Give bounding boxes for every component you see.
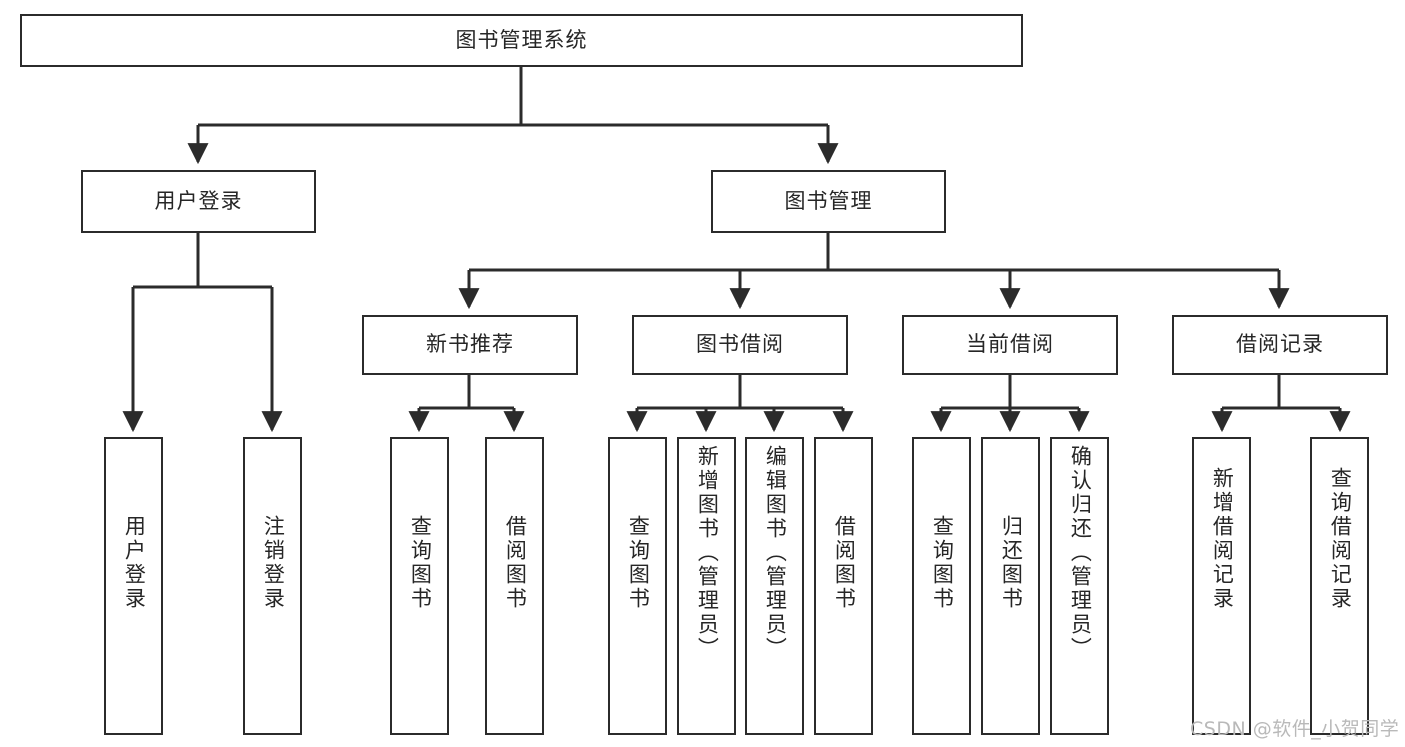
leaf-logout[interactable]: 注销登录 (243, 437, 302, 735)
node-label: 查询图书 (626, 515, 651, 611)
leaf-return-books[interactable]: 归还图书 (981, 437, 1040, 735)
node-user-login[interactable]: 用户登录 (81, 170, 316, 233)
leaf-confirm-return-admin[interactable]: 确认归还（管理员） (1050, 437, 1109, 735)
leaf-query-books-new[interactable]: 查询图书 (390, 437, 449, 735)
leaf-borrow-books-borrow[interactable]: 借阅图书 (814, 437, 873, 735)
node-book-borrowing[interactable]: 图书借阅 (632, 315, 848, 375)
node-label: 新增借阅记录 (1210, 467, 1235, 611)
node-current-borrowing[interactable]: 当前借阅 (902, 315, 1118, 375)
leaf-borrow-books-new[interactable]: 借阅图书 (485, 437, 544, 735)
node-label: 编辑图书（管理员） (763, 445, 788, 661)
node-label: 确认归还（管理员） (1068, 445, 1093, 661)
node-root-book-management-system[interactable]: 图书管理系统 (20, 14, 1023, 67)
node-label: 查询图书 (930, 515, 955, 611)
node-label: 图书管理系统 (455, 27, 588, 52)
node-label: 借阅图书 (503, 515, 528, 611)
node-label: 当前借阅 (966, 332, 1054, 357)
watermark-text: CSDN @软件_小贺同学 (1190, 718, 1400, 740)
leaf-add-borrow-record[interactable]: 新增借阅记录 (1192, 437, 1251, 735)
node-label: 查询图书 (408, 515, 433, 611)
node-label: 用户登录 (122, 515, 147, 611)
node-borrowing-records[interactable]: 借阅记录 (1172, 315, 1388, 375)
leaf-user-login[interactable]: 用户登录 (104, 437, 163, 735)
node-label: 借阅图书 (832, 515, 857, 611)
node-label: 注销登录 (261, 515, 286, 611)
node-new-book-recommendation[interactable]: 新书推荐 (362, 315, 578, 375)
node-label: 用户登录 (154, 188, 243, 213)
node-label: 图书管理 (784, 188, 873, 213)
node-label: 图书借阅 (696, 332, 784, 357)
node-label: 查询借阅记录 (1328, 467, 1353, 611)
leaf-query-books-current[interactable]: 查询图书 (912, 437, 971, 735)
leaf-edit-book-admin[interactable]: 编辑图书（管理员） (745, 437, 804, 735)
node-label: 新书推荐 (426, 332, 514, 357)
leaf-query-books-borrow[interactable]: 查询图书 (608, 437, 667, 735)
node-label: 新增图书（管理员） (695, 445, 720, 661)
leaf-add-book-admin[interactable]: 新增图书（管理员） (677, 437, 736, 735)
node-label: 归还图书 (999, 515, 1024, 611)
node-label: 借阅记录 (1236, 332, 1324, 357)
node-book-management[interactable]: 图书管理 (711, 170, 946, 233)
leaf-query-borrow-record[interactable]: 查询借阅记录 (1310, 437, 1369, 735)
